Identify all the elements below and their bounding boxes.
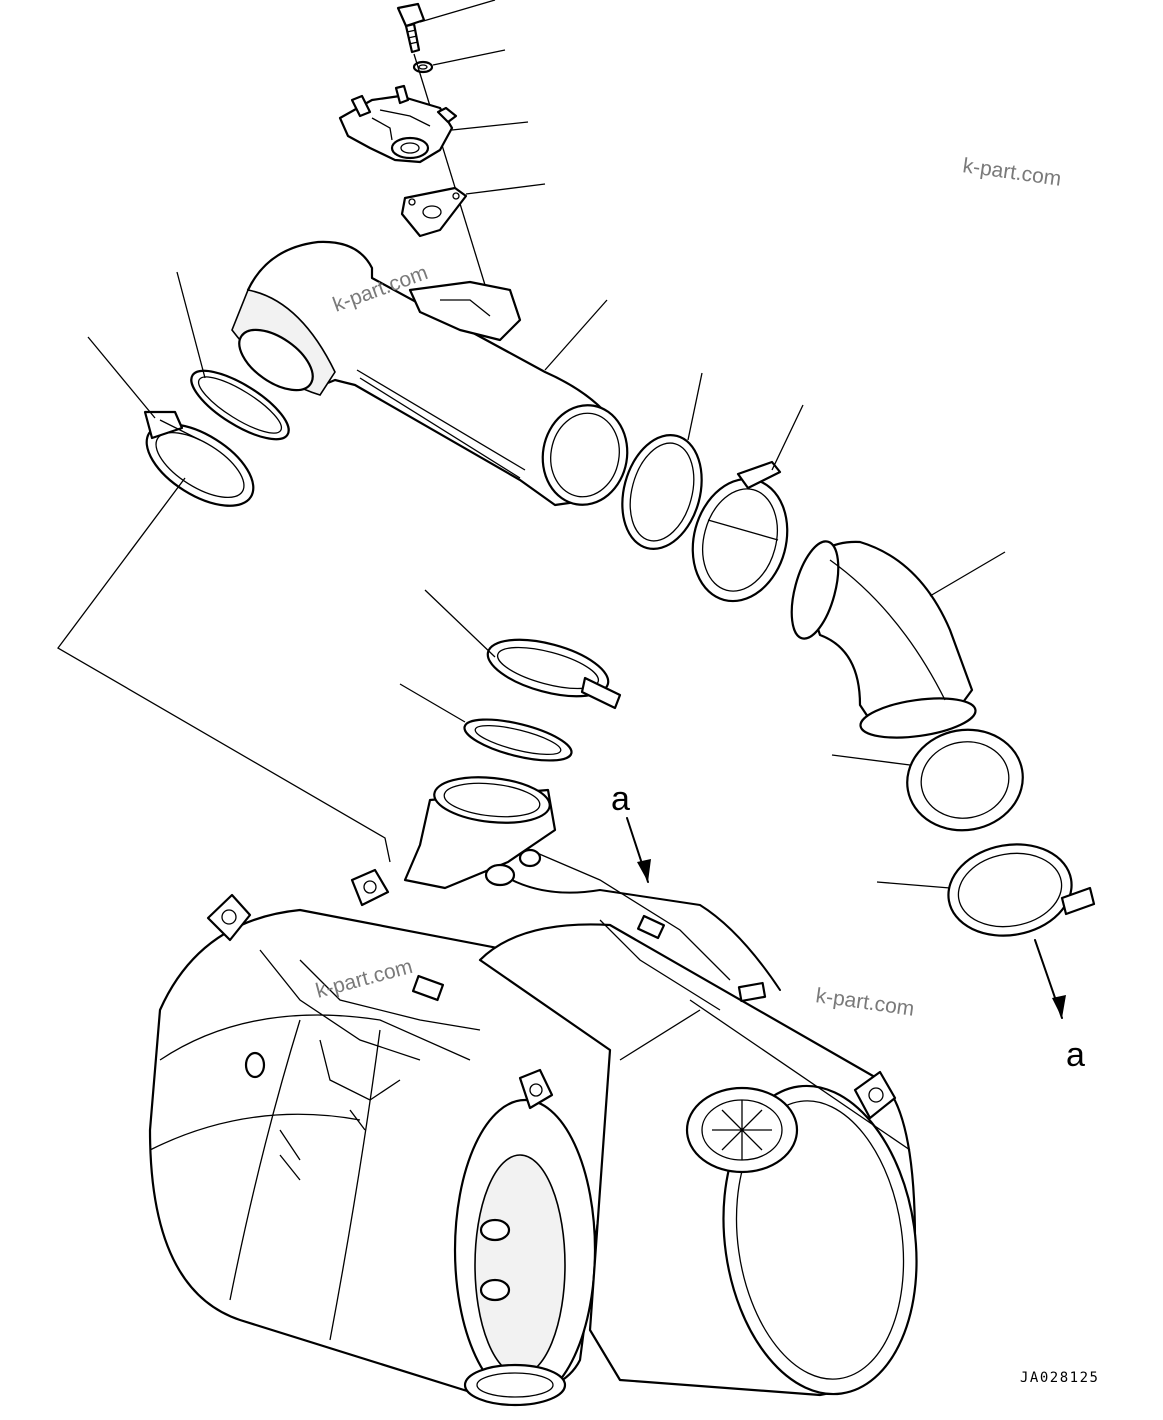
gasket-ring-bottom-right <box>906 728 1024 832</box>
leader-line <box>419 0 496 23</box>
v-band-clamp-bottom-right <box>947 843 1096 937</box>
elbow-pipe <box>231 240 629 507</box>
leader-line <box>87 336 156 419</box>
leader-line <box>432 49 506 66</box>
leader-line <box>57 477 391 863</box>
exhaust-aftertreatment-unit <box>148 776 918 1407</box>
callout-label-a: a <box>1066 1036 1085 1074</box>
leader-line <box>544 299 608 371</box>
leader-line <box>771 404 804 471</box>
leader-line <box>687 372 703 441</box>
gasket-ring-middle <box>463 718 573 762</box>
watermark-text: k-part.com <box>961 154 1062 191</box>
watermark-text: k-part.com <box>814 984 915 1021</box>
v-band-clamp-right <box>691 460 789 603</box>
v-band-clamp-left <box>143 410 255 507</box>
leader-line <box>876 881 951 889</box>
leader-line <box>465 183 546 195</box>
callout-label-a: a <box>611 780 630 818</box>
leader-line <box>424 589 496 658</box>
arrow-a-bottom <box>1034 939 1066 1019</box>
gasket-ring-right <box>621 434 703 550</box>
gasket-ring-left <box>190 369 290 441</box>
leader-line <box>929 551 1006 597</box>
sensor-bracket <box>338 84 458 164</box>
bolt <box>396 2 426 54</box>
leader-line <box>176 271 206 379</box>
leader-line <box>451 121 529 131</box>
assembly-axis-line <box>413 53 486 286</box>
elbow-pipe-right <box>790 540 977 739</box>
drawing-code: JA028125 <box>1020 1370 1099 1386</box>
gasket-plate <box>400 186 468 238</box>
leader-line <box>399 683 466 723</box>
arrow-a-top <box>626 817 651 883</box>
leader-line <box>831 754 911 766</box>
v-band-clamp-middle <box>486 638 622 710</box>
